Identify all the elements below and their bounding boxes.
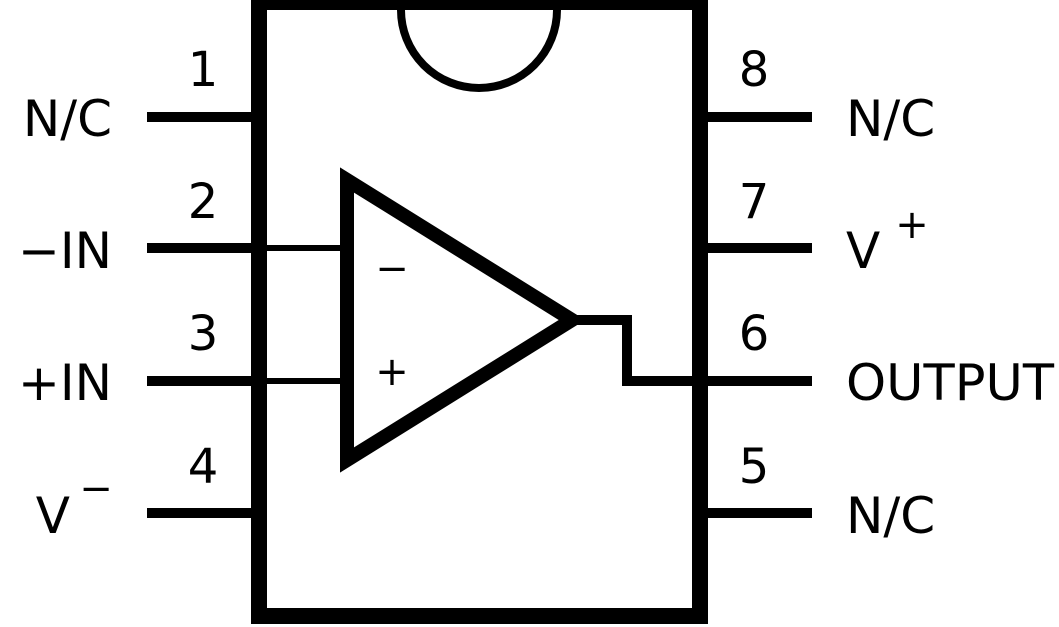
pin-3-label: +IN	[18, 354, 112, 412]
pin-8-label: N/C	[846, 90, 935, 148]
pin-1-number: 1	[188, 42, 219, 98]
pin-8-number: 8	[739, 42, 770, 98]
package-notch	[397, 9, 561, 92]
pin-6-number: 6	[739, 306, 770, 362]
pin-6-label: OUTPUT	[846, 354, 1054, 412]
pin-3-number: 3	[188, 306, 219, 362]
pin-7-number: 7	[739, 174, 770, 230]
pin-5-label: N/C	[846, 487, 935, 545]
pin-4-number: 4	[188, 439, 219, 495]
opamp-minus-symbol: −	[375, 246, 409, 292]
output-wire	[572, 315, 700, 386]
opamp-triangle	[340, 167, 586, 473]
pin-2-label: −IN	[18, 222, 112, 280]
pin-4-superscript: −	[79, 466, 113, 512]
pin-2-number: 2	[188, 174, 219, 230]
opamp-plus-symbol: +	[375, 349, 409, 395]
pin-4-label: V	[36, 487, 70, 545]
package-body	[251, 0, 708, 624]
pin-1-label: N/C	[23, 90, 112, 148]
pin-7-label: V	[846, 222, 880, 280]
pin-7-superscript: +	[895, 202, 929, 248]
pin-5-number: 5	[739, 439, 770, 495]
